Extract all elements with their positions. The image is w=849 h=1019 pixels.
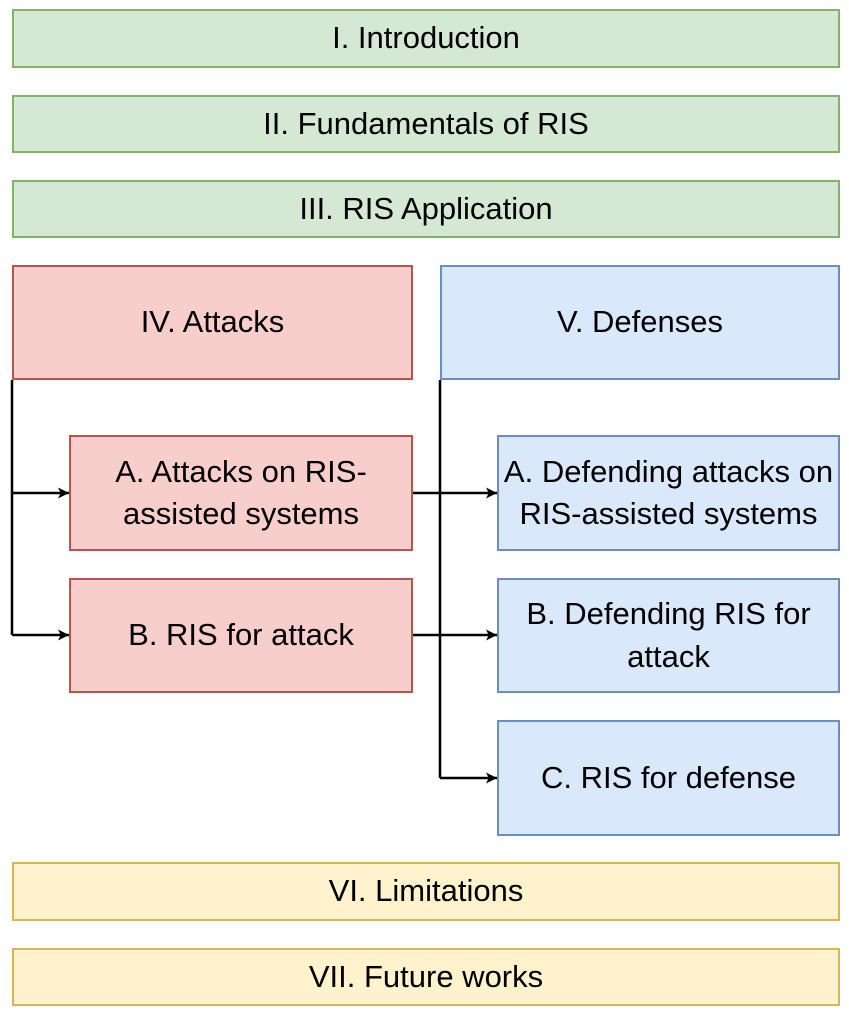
subsection-defenses-c: C. RIS for defense [497,720,840,836]
subsection-attacks-b: B. RIS for attack [69,578,413,693]
subsection-defenses-b: B. Defending RIS for attack [497,578,840,693]
section-future-works-label: VII. Future works [308,958,544,994]
subsection-defenses-b-label: B. Defending RIS for attack [526,596,811,674]
section-fundamentals-label: II. Fundamentals of RIS [263,105,589,141]
subsection-defenses-a-label: A. Defending attacks on RIS-assisted sys… [503,453,834,531]
subsection-attacks-b-label: B. RIS for attack [128,617,354,653]
subsection-attacks-a: A. Attacks on RIS-assisted systems [69,435,413,551]
section-limitations-label: VI. Limitations [328,873,524,909]
section-introduction: I. Introduction [12,9,840,68]
section-defenses: V. Defenses [440,265,840,380]
section-defenses-label: V. Defenses [556,304,724,340]
section-application: III. RIS Application [12,180,840,238]
section-future-works: VII. Future works [12,948,840,1006]
section-application-label: III. RIS Application [299,190,553,226]
subsection-defenses-c-label: C. RIS for defense [540,759,796,795]
section-attacks: IV. Attacks [12,265,413,380]
subsection-attacks-a-label: A. Attacks on RIS-assisted systems [115,453,367,531]
subsection-defenses-a: A. Defending attacks on RIS-assisted sys… [497,435,840,551]
section-fundamentals: II. Fundamentals of RIS [12,95,840,153]
section-attacks-label: IV. Attacks [140,304,285,340]
section-introduction-label: I. Introduction [332,20,520,56]
section-limitations: VI. Limitations [12,862,840,921]
